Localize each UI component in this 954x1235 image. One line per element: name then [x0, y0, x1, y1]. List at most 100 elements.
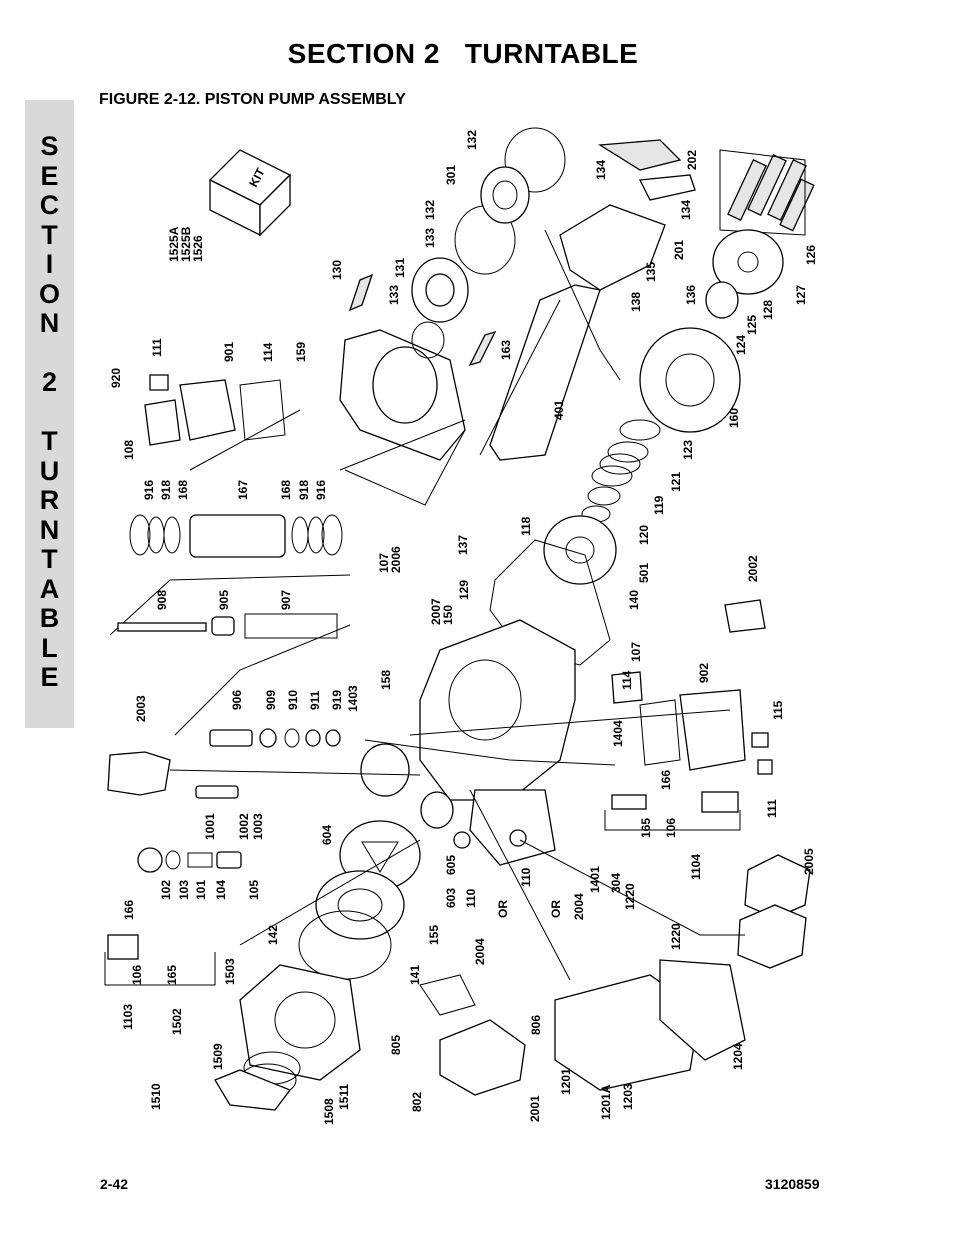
fitting-2005 — [744, 854, 811, 919]
callout-2003: 2003 — [134, 695, 148, 722]
plug-106 — [107, 934, 139, 960]
side-tab-letter: A — [39, 573, 60, 604]
bearing-131-inner — [425, 273, 455, 307]
ring-132-upper — [504, 127, 566, 193]
rotor-603-star — [361, 841, 399, 873]
callout-128: 128 — [761, 300, 775, 320]
callout-168: 168 — [176, 480, 190, 500]
callout-168: 168 — [279, 480, 293, 500]
callout-134: 134 — [679, 200, 693, 220]
callout-2006: 2006 — [389, 546, 403, 573]
leader-line — [364, 739, 616, 766]
callout-120: 120 — [637, 525, 651, 545]
callout-1525b: 1525B — [179, 226, 193, 262]
callout-127: 127 — [794, 285, 808, 305]
callout-166: 166 — [122, 900, 136, 920]
cylinder-160-bore — [665, 353, 715, 407]
callout-908: 908 — [155, 590, 169, 610]
callout-131: 131 — [393, 258, 407, 278]
callout-1404: 1404 — [611, 720, 625, 747]
leader-line — [469, 789, 571, 981]
callout-140: 140 — [627, 590, 641, 610]
callout-125: 125 — [745, 315, 759, 335]
callout-106: 106 — [664, 818, 678, 838]
callout-201: 201 — [672, 240, 686, 260]
ring-168 — [163, 516, 181, 554]
swash-plate-201 — [559, 204, 666, 291]
valve-plate-118 — [543, 515, 617, 585]
spring-121 — [591, 465, 633, 487]
callout-202: 202 — [685, 150, 699, 170]
side-tab-letter: O — [38, 278, 60, 309]
callout-1509: 1509 — [211, 1043, 225, 1070]
callout-906: 906 — [230, 690, 244, 710]
ring-916 — [129, 514, 151, 556]
cover-901 — [179, 379, 236, 441]
plug-111 — [149, 374, 169, 391]
callout-1203: 1203 — [621, 1083, 635, 1110]
callout-155: 155 — [427, 925, 441, 945]
leader-line — [169, 769, 421, 776]
callout-1104: 1104 — [689, 854, 703, 880]
plug-106 — [701, 791, 739, 813]
spool-167 — [189, 514, 286, 558]
valve-1001 — [195, 785, 239, 799]
cam-134 — [597, 139, 682, 171]
retainer-127 — [712, 229, 784, 295]
callout-2004: 2004 — [473, 938, 487, 965]
callout-133: 133 — [387, 285, 401, 305]
pistons-bracket — [719, 149, 806, 236]
ring-133 — [411, 321, 445, 359]
bolt-163 — [468, 330, 497, 367]
side-tab-letter: N — [39, 514, 60, 545]
callout-126: 126 — [804, 245, 818, 265]
poppet-104 — [216, 851, 242, 869]
spool-bracket — [109, 574, 351, 636]
side-tab-letter: U — [39, 455, 60, 486]
callout-158: 158 — [379, 670, 393, 690]
callout-401: 401 — [552, 400, 566, 420]
plug-107 — [611, 671, 643, 704]
part-919 — [325, 729, 341, 747]
end-cover-1503 — [239, 964, 361, 1081]
callout-118: 118 — [519, 516, 533, 536]
callout-104: 104 — [214, 880, 228, 900]
callout-114: 114 — [620, 670, 634, 690]
gasket-805 — [419, 974, 476, 1016]
pin-906 — [209, 729, 253, 747]
side-tab-letter: R — [39, 485, 60, 515]
valve-plate-118-center — [565, 536, 595, 564]
callout-1511: 1511 — [337, 1084, 351, 1110]
washer-119 — [587, 486, 621, 506]
valve-165 — [611, 794, 647, 810]
side-tab-letter: B — [39, 603, 60, 633]
callout-605: 605 — [444, 855, 458, 875]
retainer-127-center — [737, 251, 759, 273]
callout-163: 163 — [499, 340, 513, 360]
callout-167: 167 — [236, 480, 250, 500]
ring-918 — [307, 516, 325, 554]
plug-110 — [453, 831, 471, 849]
callout-134: 134 — [594, 160, 608, 180]
plug-111 — [757, 759, 773, 775]
callout-501: 501 — [637, 563, 651, 583]
page-number: 2-42 — [100, 1176, 129, 1192]
callout-150: 150 — [441, 605, 455, 625]
ball-128 — [705, 281, 739, 319]
ring-916 — [321, 514, 343, 556]
piston-126 — [747, 153, 787, 217]
callout-304: 304 — [609, 873, 623, 893]
spring-121 — [607, 441, 649, 463]
plug-102 — [137, 847, 163, 873]
callout-905: 905 — [217, 590, 231, 610]
kit-box-side — [259, 173, 291, 237]
callout-1002: 1002 — [237, 813, 251, 840]
callout-907: 907 — [279, 590, 293, 610]
callout-165: 165 — [639, 818, 653, 838]
callout-916: 916 — [314, 480, 328, 500]
part-911 — [305, 729, 321, 747]
seal-301 — [480, 166, 530, 224]
callout-909: 909 — [264, 690, 278, 710]
callout-110: 110 — [464, 888, 478, 908]
